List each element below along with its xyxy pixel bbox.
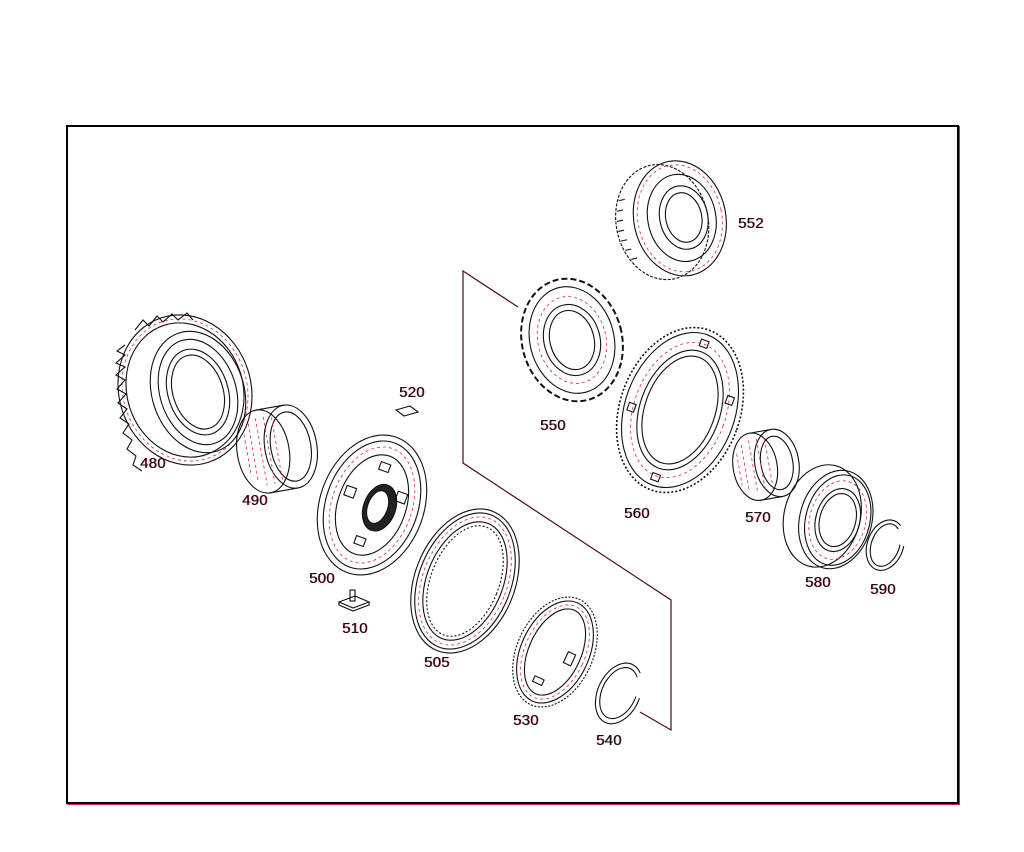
label-570: 570 [745, 509, 771, 526]
part-530-synchronizer-ring[interactable] [496, 583, 614, 720]
label-550: 550 [540, 417, 566, 434]
part-580-ball-bearing[interactable] [772, 456, 884, 579]
label-552: 552 [738, 215, 764, 232]
part-560-synchronizer-ring[interactable] [595, 310, 766, 511]
part-570-needle-bearing[interactable] [728, 426, 805, 504]
label-490: 490 [242, 492, 268, 509]
part-520-spring-plate[interactable] [394, 405, 420, 417]
part-500-synchronizer-hub[interactable] [299, 420, 446, 591]
part-590-snap-ring[interactable] [860, 515, 912, 576]
label-590: 590 [870, 581, 896, 598]
part-540-snap-ring[interactable] [586, 656, 651, 732]
label-560: 560 [624, 505, 650, 522]
part-510-thrust-piece[interactable] [337, 589, 371, 612]
part-550-spur-gear[interactable] [508, 267, 637, 413]
label-505: 505 [424, 654, 450, 671]
label-540: 540 [596, 732, 622, 749]
part-505-sliding-sleeve[interactable] [391, 493, 540, 670]
part-480-helical-gear[interactable] [99, 297, 272, 482]
label-530: 530 [513, 712, 539, 729]
group-bracket [462, 269, 672, 732]
label-480: 480 [140, 455, 166, 472]
part-552-clutch-gear[interactable] [605, 152, 737, 288]
label-520: 520 [399, 384, 425, 401]
label-510: 510 [342, 620, 368, 637]
label-500: 500 [309, 570, 335, 587]
label-580: 580 [805, 574, 831, 591]
diagram-frame [66, 125, 959, 804]
